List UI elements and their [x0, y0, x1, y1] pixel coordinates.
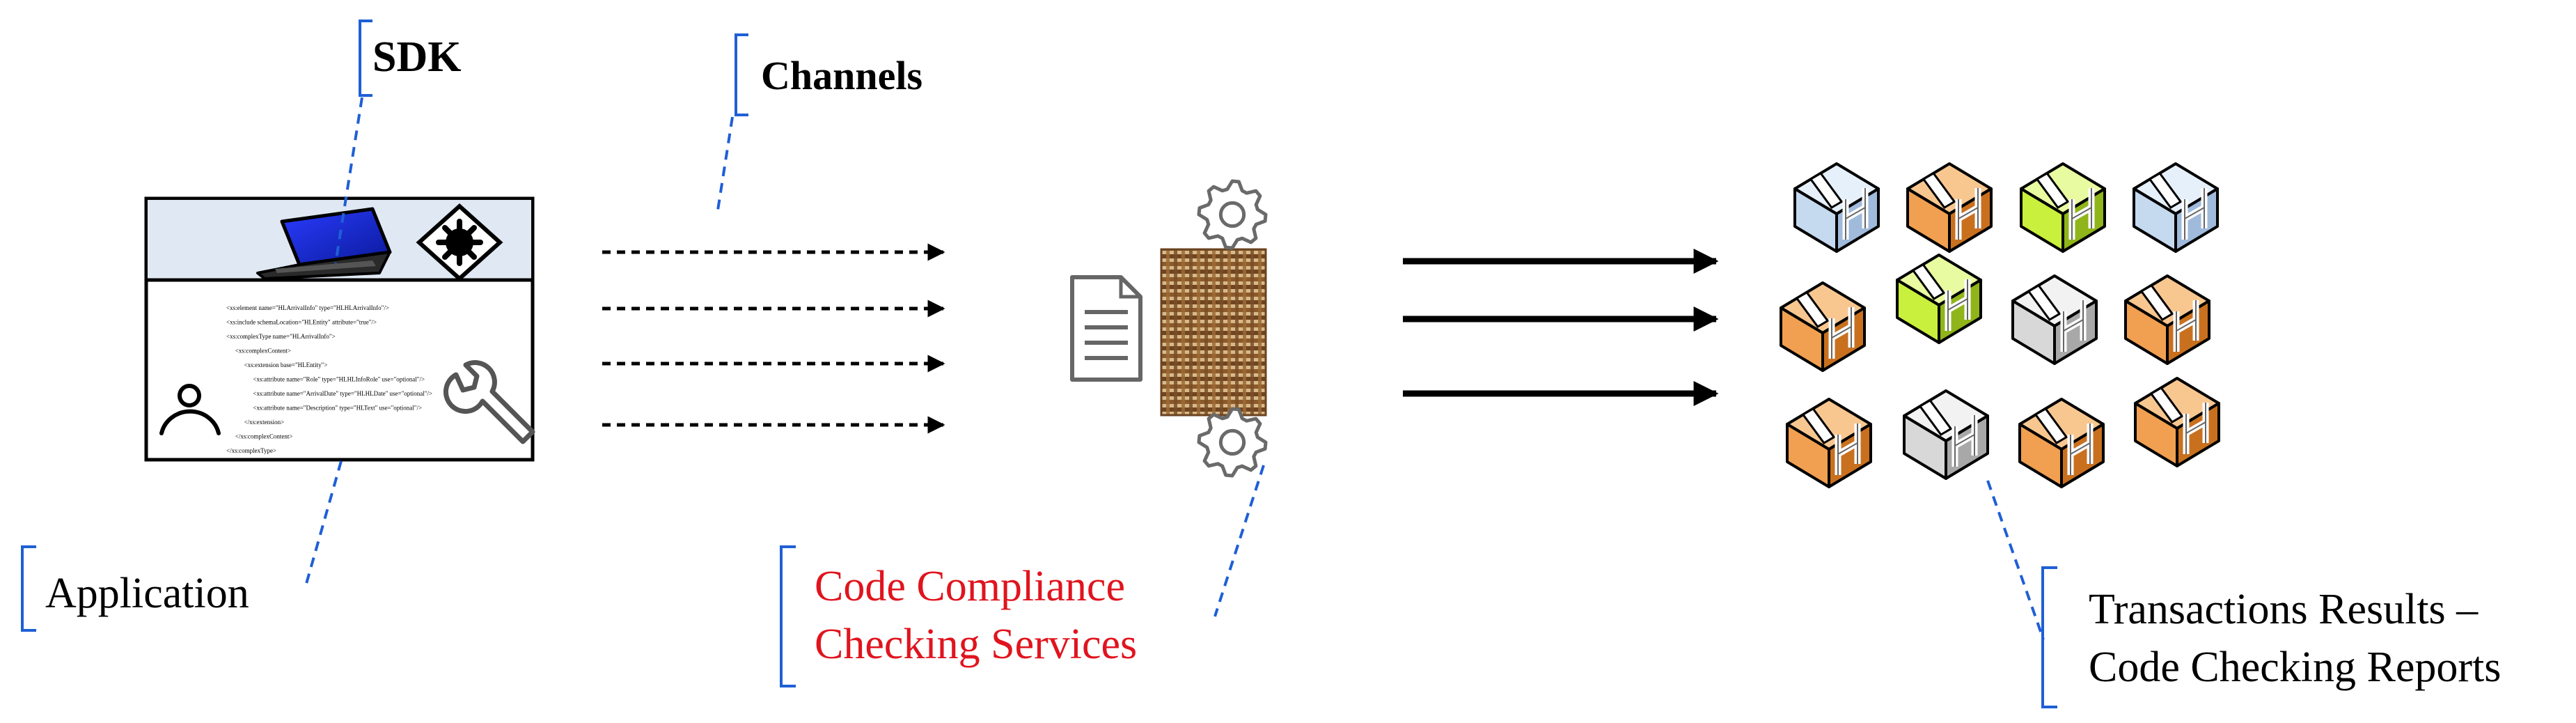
package-box-icon [1906, 162, 1993, 253]
application-label: Application [45, 570, 249, 617]
code-line: <xs:element name="HLArrivalInfo" type="H… [226, 304, 389, 311]
package-box-icon [1896, 254, 1982, 344]
channels-callout: Channels [716, 33, 922, 215]
compliance-service [1070, 179, 1268, 478]
code-line: <xs:complexContent> [235, 348, 291, 355]
application-panel: <xs:element name="HLArrivalInfo" type="H… [144, 196, 535, 462]
package-box-icon [2011, 274, 2098, 365]
output-arrows [1403, 249, 1719, 406]
code-line: </xs:complexContent> [235, 433, 293, 440]
code-line: <xs:attribute name="Role" type="HLHLInfo… [253, 376, 425, 383]
application-callout: Application [21, 460, 343, 632]
result-packages [1780, 162, 2220, 488]
sdk-label: SDK [372, 33, 461, 81]
package-box-icon [2134, 377, 2220, 467]
package-box-icon [2018, 398, 2105, 488]
compliance-label-line1: Code Compliance [815, 563, 1125, 610]
compliance-callout: Code Compliance Checking Services [780, 465, 1265, 687]
sdk-callout: SDK [334, 20, 461, 264]
code-line: <xs:attribute name="ArrivalDate" type="H… [253, 390, 432, 397]
package-box-icon [1780, 281, 1866, 372]
code-line: <xs:extension base="HLEntity"> [244, 362, 328, 368]
package-box-icon [1903, 389, 1989, 480]
channels-label: Channels [761, 53, 922, 98]
code-line: <xs:attribute name="Description" type="H… [253, 405, 422, 412]
code-line: <xs:complexType name="HLArrivalInfo"> [226, 333, 336, 340]
xml-code-snippet: <xs:element name="HLArrivalInfo" type="H… [226, 304, 432, 454]
package-box-icon [1786, 398, 1872, 488]
channel-arrows [602, 243, 945, 434]
user-arc-icon [159, 384, 221, 435]
document-icon [1070, 275, 1142, 382]
code-line: </xs:extension> [244, 419, 285, 426]
package-box-icon [2124, 274, 2210, 365]
code-line: </xs:complexType> [226, 447, 276, 454]
wrench-icon [443, 360, 535, 444]
results-label-line1: Transactions Results – [2089, 586, 2479, 633]
package-box-icon [2133, 162, 2219, 253]
gear-icon [1197, 179, 1268, 250]
snowflake-diamond-icon [416, 203, 503, 282]
filter-grid-icon [1160, 248, 1267, 417]
package-box-icon [2020, 162, 2106, 253]
results-callout: Transactions Results – Code Checking Rep… [1986, 480, 2501, 708]
compliance-label-line2: Checking Services [815, 621, 1137, 668]
code-line: <xs:include schemaLocation="HLEntity" at… [226, 319, 377, 326]
gear-icon [1197, 407, 1268, 478]
package-box-icon [1793, 162, 1880, 253]
results-label-line2: Code Checking Reports [2089, 644, 2501, 691]
